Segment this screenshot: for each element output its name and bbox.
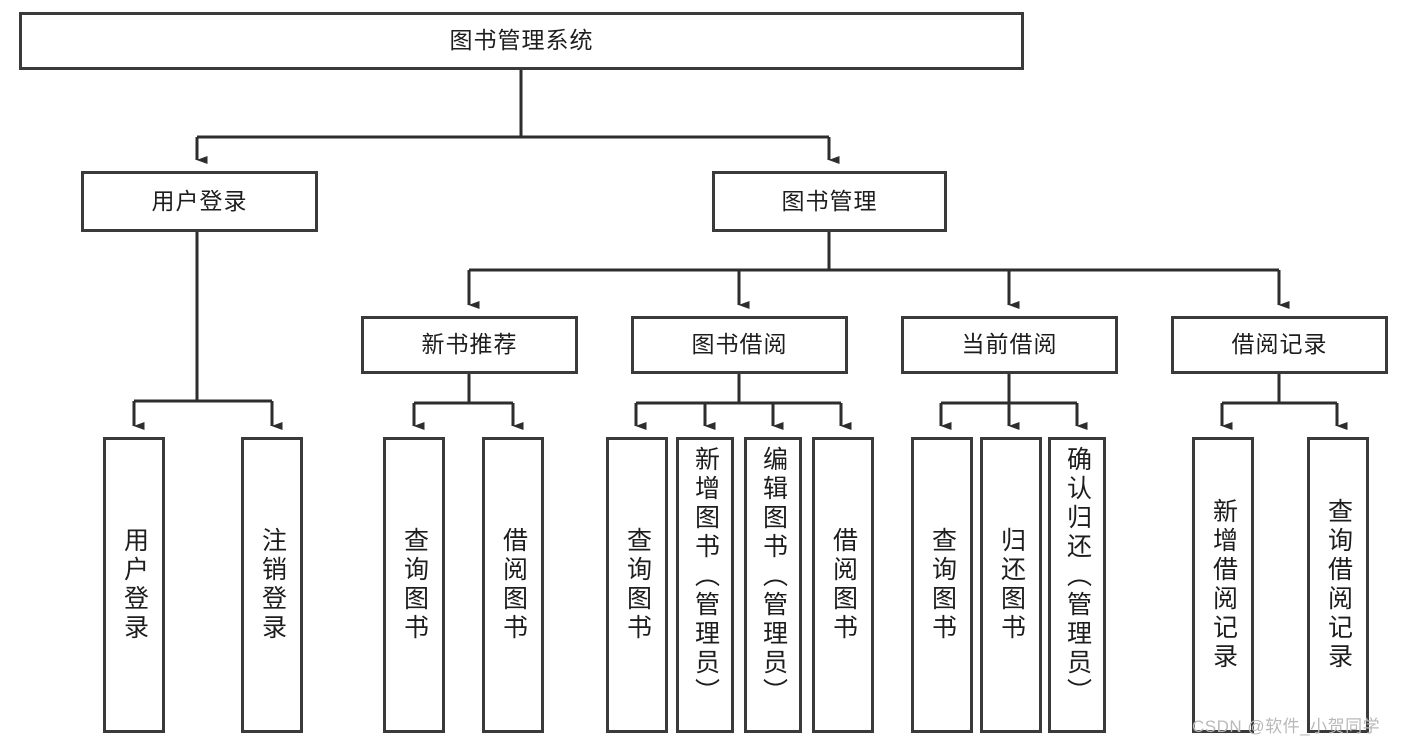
- node-label: 归还图书: [997, 527, 1026, 643]
- node-label: 新增借阅记录: [1209, 498, 1238, 672]
- node-label: 当前借阅: [961, 331, 1058, 358]
- leaf-user-login-login[interactable]: 用户登录: [103, 437, 165, 733]
- leaf-current-borrow-query-book[interactable]: 查询图书: [911, 437, 973, 733]
- node-label: 查询图书: [623, 527, 652, 643]
- node-current-borrow[interactable]: 当前借阅: [901, 316, 1118, 374]
- node-label: 查询图书: [400, 527, 429, 643]
- leaf-current-borrow-confirm-return-admin[interactable]: 确认归还（管理员）: [1048, 437, 1106, 733]
- node-label: 新书推荐: [421, 331, 518, 358]
- node-label: 查询图书: [928, 527, 957, 643]
- node-label: 新增图书（管理员）: [691, 446, 720, 707]
- node-root-system[interactable]: 图书管理系统: [19, 12, 1024, 70]
- node-label: 查询借阅记录: [1324, 498, 1353, 672]
- node-label: 图书管理系统: [449, 27, 594, 54]
- node-borrow-records[interactable]: 借阅记录: [1171, 316, 1388, 374]
- leaf-book-borrow-add-book-admin[interactable]: 新增图书（管理员）: [676, 437, 734, 733]
- node-label: 用户登录: [120, 527, 149, 643]
- leaf-new-book-query-book[interactable]: 查询图书: [383, 437, 445, 733]
- watermark-credit: CSDN @软件_小贺同学: [1192, 717, 1381, 736]
- leaf-book-borrow-edit-book-admin[interactable]: 编辑图书（管理员）: [744, 437, 802, 733]
- leaf-borrow-records-query-record[interactable]: 查询借阅记录: [1307, 437, 1369, 733]
- node-label: 借阅图书: [499, 527, 528, 643]
- node-book-borrow[interactable]: 图书借阅: [631, 316, 848, 374]
- node-label: 图书管理: [781, 187, 878, 214]
- leaf-book-borrow-borrow-book[interactable]: 借阅图书: [812, 437, 874, 733]
- node-label: 用户登录: [151, 187, 248, 214]
- node-label: 图书借阅: [691, 331, 788, 358]
- node-label: 确认归还（管理员）: [1063, 446, 1092, 707]
- node-label: 借阅记录: [1231, 331, 1328, 358]
- leaf-book-borrow-query-book[interactable]: 查询图书: [606, 437, 668, 733]
- node-user-login[interactable]: 用户登录: [81, 171, 318, 232]
- node-book-management[interactable]: 图书管理: [712, 171, 947, 232]
- leaf-borrow-records-add-record[interactable]: 新增借阅记录: [1192, 437, 1254, 733]
- leaf-new-book-borrow-book[interactable]: 借阅图书: [482, 437, 544, 733]
- node-new-book-recommend[interactable]: 新书推荐: [361, 316, 578, 374]
- node-label: 编辑图书（管理员）: [759, 446, 788, 707]
- leaf-user-login-logout[interactable]: 注销登录: [241, 437, 303, 733]
- node-label: 注销登录: [258, 527, 287, 643]
- node-label: 借阅图书: [829, 527, 858, 643]
- leaf-current-borrow-return-book[interactable]: 归还图书: [980, 437, 1042, 733]
